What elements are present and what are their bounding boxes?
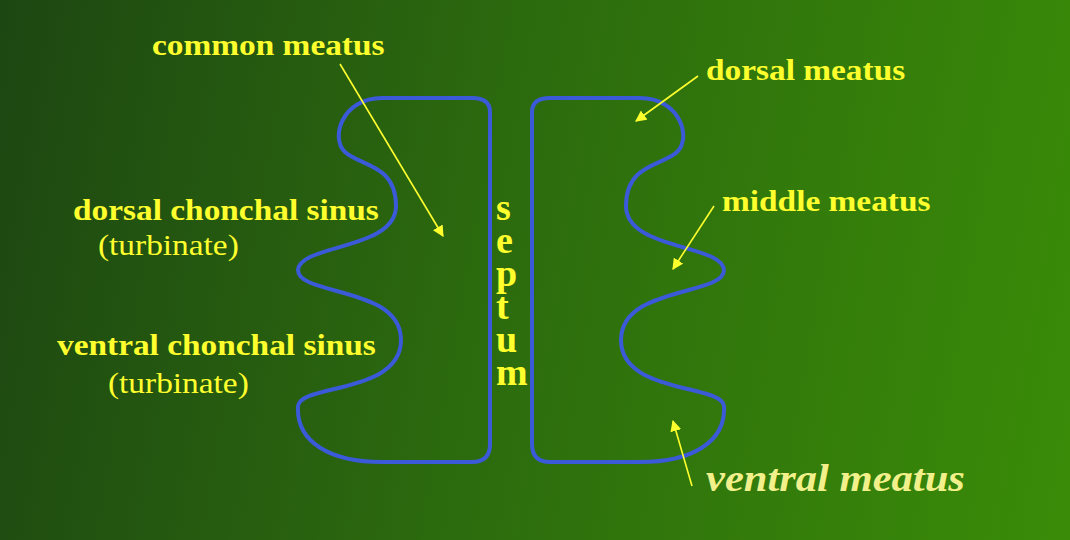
leader-line (636, 76, 698, 121)
region-label: middle meatus (722, 187, 930, 216)
note-label: (turbinate) (98, 231, 239, 260)
region-label: dorsal meatus (706, 56, 905, 85)
region-label: common meatus (152, 31, 384, 60)
septum-label: septum (496, 191, 497, 389)
note-label: (turbinate) (108, 369, 249, 398)
leader-line (673, 206, 714, 269)
right-nasal-cavity-outline (532, 98, 724, 462)
region-label: ventral chonchal sinus (57, 331, 376, 360)
region-label: ventral meatus (706, 460, 965, 497)
region-label: dorsal chonchal sinus (73, 196, 379, 225)
leader-line (673, 421, 692, 486)
